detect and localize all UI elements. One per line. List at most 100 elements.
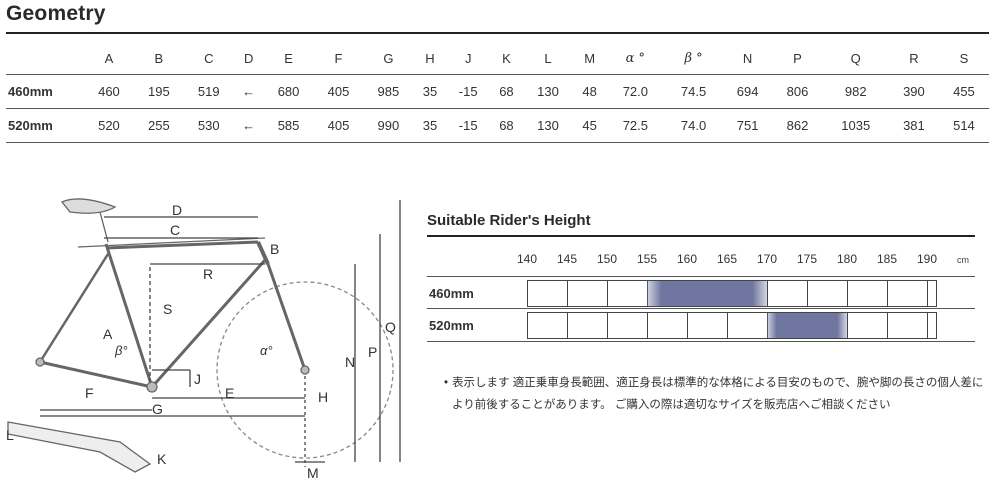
rider-grid-cell [847,312,887,339]
bottom-bracket [146,381,158,393]
geometry-column-header: L [544,51,552,67]
label-e: E [225,385,234,401]
size-label: 460mm [6,73,84,108]
geometry-cell: 195 [133,73,184,108]
geometry-column-header: S [959,51,969,67]
head-tube [256,241,270,265]
rider-grid-cell [527,280,567,307]
geometry-cell: 751 [722,107,773,143]
geometry-column-header: G [383,51,394,67]
rider-size-label: 460mm [429,286,474,301]
rider-grid-cell [687,312,727,339]
rider-height-title: Suitable Rider's Height [427,212,591,229]
geometry-column-header: K [502,51,511,67]
geometry-column-header: M [584,51,596,67]
geometry-column-header: C [204,51,214,67]
rider-grid-cell [567,280,607,307]
note-bullet: • [444,377,449,389]
geometry-cell: 519 [183,73,234,108]
label-b: B [270,241,279,257]
geometry-cell: 405 [313,73,364,108]
geometry-column-header: R [909,51,919,67]
front-wheel-outline [216,281,394,459]
geometry-cell: 74.5 [664,73,723,108]
label-f: F [85,385,94,401]
top-tube [105,240,259,250]
height-tick-label: 170 [756,252,778,266]
frame-geometry-diagram: D C B R S A β° α° J F E H G N P Q L K M [6,198,401,481]
rider-grid-cell [847,280,887,307]
stem-bar [77,237,266,248]
height-tick-label: 150 [596,252,618,266]
geometry-cell: 48 [572,73,607,108]
geometry-cell: 68 [489,73,524,108]
fork [266,263,307,371]
fit-note: • 表示します 適正乗車身長範囲、適正身長は標準的な体格による目安のもので、腕や… [444,372,992,416]
geometry-cell: 680 [263,73,314,108]
geometry-cell: 585 [263,107,314,143]
geometry-cell: -15 [446,107,490,143]
geometry-cell: 694 [722,73,773,108]
geometry-cell: 130 [523,73,573,108]
rider-grid-cell [527,312,567,339]
height-unit: cm [957,255,969,265]
page-title: Geometry [6,2,106,25]
height-tick-label: 190 [916,252,938,266]
geometry-column-header: α ° [625,51,646,67]
label-j: J [194,371,201,387]
geometry-cell: 45 [572,107,607,143]
geometry-column-header: N [742,51,753,67]
seatpost [99,211,109,243]
geometry-cell: 130 [523,107,573,143]
rider-grid-cell [807,280,847,307]
height-tick-label: 165 [716,252,738,266]
height-tick-label: 180 [836,252,858,266]
geometry-cell: -15 [446,73,490,108]
height-tick-label: 175 [796,252,818,266]
label-p: P [368,344,377,360]
geometry-cell: 381 [888,107,939,143]
rider-grid-cell [607,312,647,339]
height-tick-label: 145 [556,252,578,266]
rider-grid-cell [887,280,927,307]
label-r: R [203,266,213,282]
geometry-cell: ← [233,107,264,143]
geometry-cell: 990 [363,107,414,143]
geometry-column-header: H [425,51,435,67]
chain-stay [39,360,153,389]
geometry-column-header: β ° [684,51,703,67]
geometry-cell: 1035 [822,107,889,143]
rider-row: 460mm [427,276,975,309]
geometry-cell: 68 [489,107,524,143]
geometry-cell: 35 [413,73,447,108]
rider-grid-cell [607,280,647,307]
geometry-cell: 862 [772,107,823,143]
front-hub [300,365,310,375]
seat-stay [38,253,110,363]
geometry-cell: ← [233,73,264,108]
rider-grid-cell [727,312,767,339]
height-tick-label: 140 [516,252,538,266]
seat-tube [104,243,154,388]
geometry-column-header: A [104,51,114,67]
label-c: C [170,222,180,238]
rider-title-divider [427,235,975,237]
geometry-cell: 460 [84,73,134,108]
down-tube [150,259,267,388]
height-tick-label: 160 [676,252,698,266]
geometry-cell: 985 [363,73,414,108]
label-l: L [6,427,14,443]
geometry-cell: 455 [938,73,989,108]
geometry-cell: 255 [133,107,184,143]
label-a: A [103,326,113,342]
geometry-cell: 72.5 [606,107,665,143]
geometry-cell: 405 [313,107,364,143]
geometry-cell: 520 [84,107,134,143]
label-alpha: α° [260,343,273,358]
label-d: D [172,202,182,218]
rider-grid-cell [567,312,607,339]
